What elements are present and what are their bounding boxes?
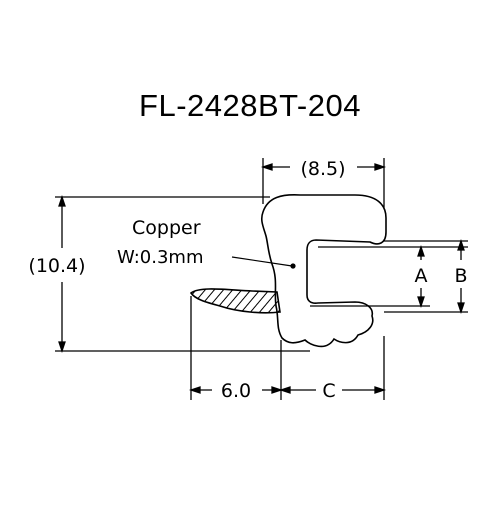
dimension-c-label: C (322, 380, 335, 402)
seal-profile-outline (260, 194, 387, 348)
dimension-a-label: A (415, 265, 428, 287)
dimension-inner-a (310, 240, 468, 313)
dimension-6-label: 6.0 (221, 380, 251, 402)
part-number-title: FL-2428BT-204 (139, 88, 361, 123)
hatched-fin (189, 288, 281, 314)
dimension-height-label: (10.4) (28, 255, 85, 277)
dimension-b-label: B (454, 265, 467, 287)
dimension-top-width-label: (8.5) (300, 158, 345, 180)
dimension-inner-b (457, 238, 465, 315)
copper-leader-line (231, 256, 293, 267)
material-label: Copper (132, 217, 201, 239)
copper-leader-dot (290, 263, 296, 269)
dimension-height (55, 194, 310, 354)
wall-thickness-label: W:0.3mm (117, 247, 204, 268)
dimension-bottom (188, 296, 387, 400)
